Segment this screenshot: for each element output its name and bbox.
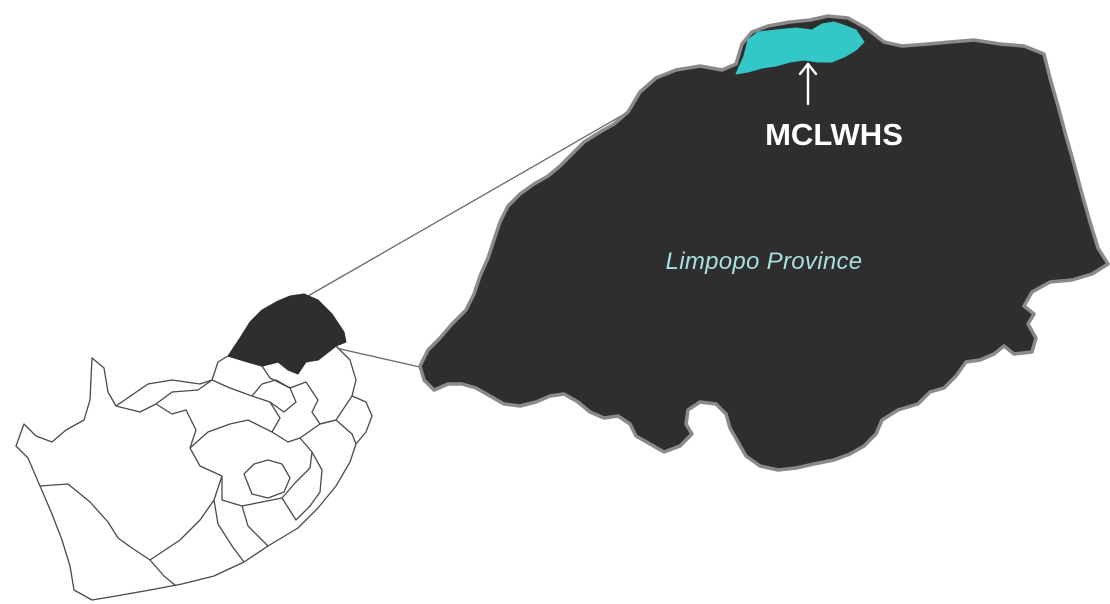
border-western-northern-cape	[39, 483, 177, 587]
border-northern-cape-eastern	[149, 475, 223, 561]
border-northwest	[155, 379, 281, 433]
border-northern-cape-free-state	[115, 403, 223, 477]
border-eastern-cape	[213, 499, 269, 563]
mclwhs-region	[735, 21, 865, 75]
limpopo-province-shape	[418, 14, 1110, 472]
province-label: Limpopo Province	[666, 248, 863, 275]
border-kwazulu-natal	[281, 419, 357, 521]
inset-limpopo-province	[227, 293, 347, 375]
south-africa-map	[15, 293, 373, 601]
arrow-up-icon	[798, 62, 818, 106]
connector-line-lower	[335, 347, 425, 369]
border-lesotho	[243, 459, 291, 499]
site-label: MCLWHS	[765, 117, 903, 152]
south-africa-outline	[15, 345, 373, 601]
connector-line-upper	[307, 111, 629, 297]
